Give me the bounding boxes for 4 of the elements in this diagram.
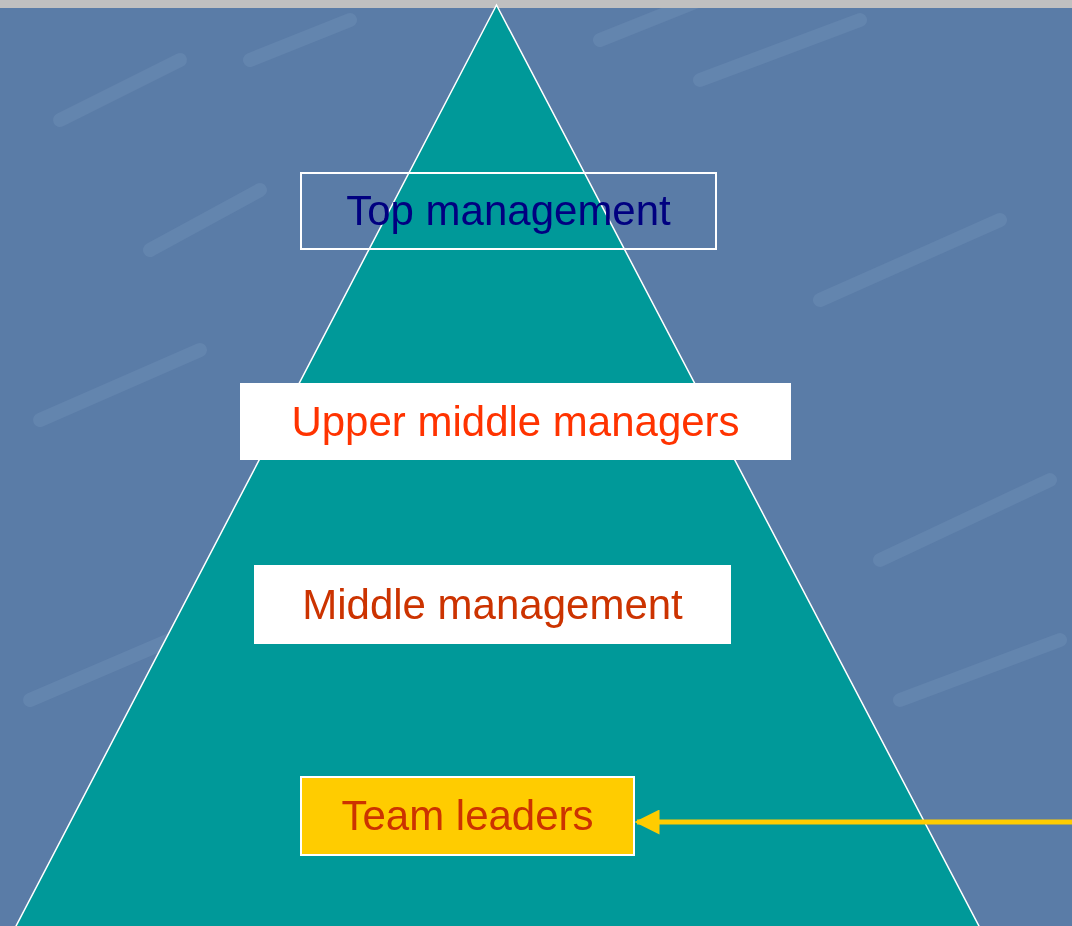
level-label: Middle management <box>254 565 731 644</box>
level-label: Team leaders <box>300 776 635 856</box>
level-label: Upper middle managers <box>240 383 791 460</box>
arrow <box>634 809 1072 835</box>
